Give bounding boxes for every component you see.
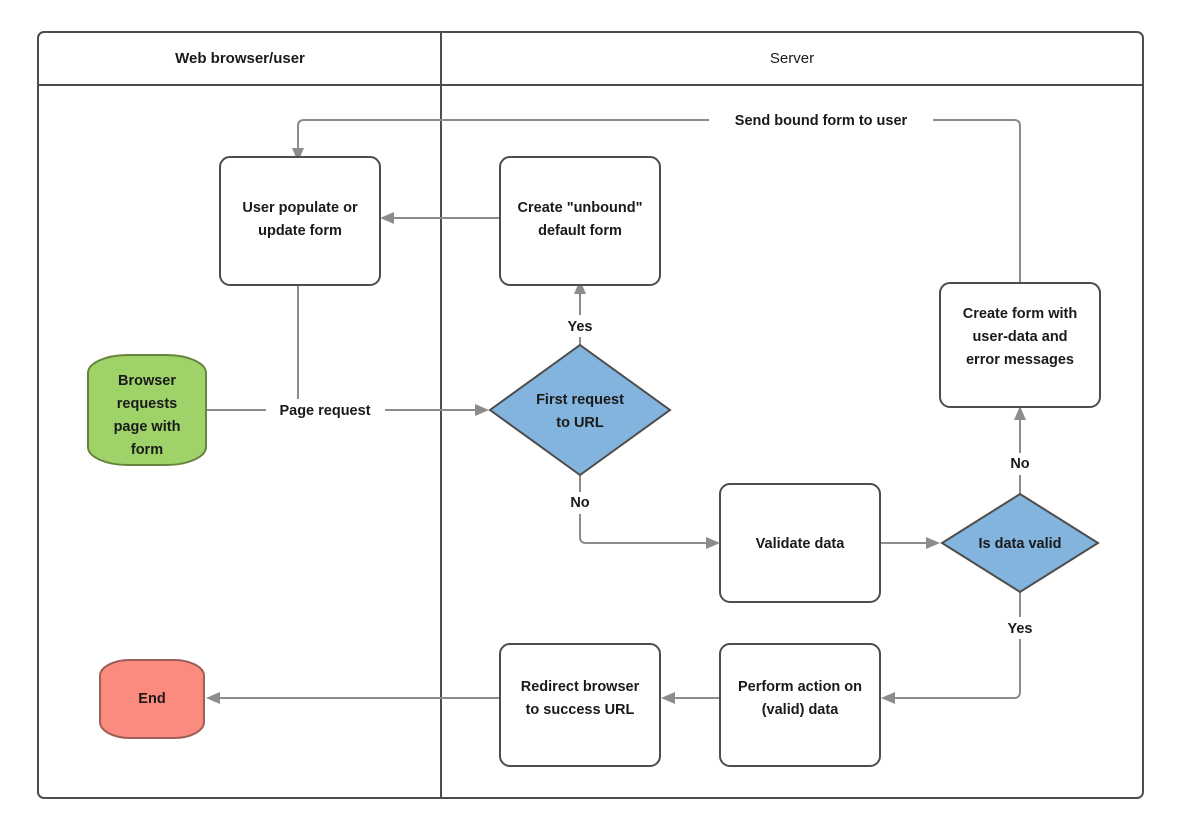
edge-validate-to-check-arrowhead [926,537,940,549]
node-create-unbound-form-line1: Create "unbound" [518,200,643,216]
node-create-form-with-errors-shape[interactable] [939,282,1101,408]
node-browser-requests-page[interactable]: Browser requests page with form [87,354,207,466]
node-validate-data[interactable]: Validate data [719,483,881,603]
node-create-form-with-errors-line2: user-data and [972,329,1067,345]
edge-label-first-request-yes-bg [561,315,599,337]
edge-redirect-to-end-arrowhead [206,692,220,704]
node-browser-requests-page-line1: Browser [118,373,176,389]
node-validate-data-shape[interactable] [719,483,881,603]
edge-label-send-bound-form-bg [709,109,933,131]
edge-unbound-to-user-arrowhead [380,212,394,224]
node-end-shape[interactable] [99,659,205,739]
node-perform-action-shape[interactable] [719,643,881,767]
edge-send-bound-form-arrowhead [292,148,304,162]
edge-label-valid-yes: Yes [1001,617,1039,639]
node-end[interactable]: End [99,659,205,739]
edge-label-valid-no: No [1003,453,1037,475]
node-perform-action-line1: Perform action on [738,679,862,695]
nodes-layer: User populate or update form Create "unb… [87,156,1101,767]
node-perform-action-line2: (valid) data [762,702,839,718]
node-validate-data-line1: Validate data [756,536,846,552]
edge-label-valid-no-bg [1003,453,1037,475]
node-user-populate-form[interactable]: User populate or update form [219,156,381,286]
node-first-request-to-url-shape[interactable] [488,343,672,477]
edge-label-valid-yes-bg [1001,617,1039,639]
edge-label-page-request-bg [266,399,385,421]
edge-first-request-no-arrowhead [706,537,720,549]
node-redirect-browser[interactable]: Redirect browser to success URL [499,643,661,767]
node-create-form-with-errors[interactable]: Create form with user-data and error mes… [939,282,1101,408]
edge-label-first-request-no-bg [563,492,597,514]
edge-valid-yes-arrowhead [881,692,895,704]
node-is-data-valid[interactable]: Is data valid [940,492,1100,594]
node-is-data-valid-shape[interactable] [940,492,1100,594]
node-browser-requests-page-shape[interactable] [87,354,207,466]
edge-page-request-arrowhead [475,404,489,416]
edge-label-page-request: Page request [266,399,385,421]
node-is-data-valid-line1: Is data valid [978,536,1061,552]
node-create-unbound-form-line2: default form [538,223,622,239]
swimlane-title-browser: Web browser/user [175,50,305,67]
edge-send-bound-form-line [297,119,1021,283]
node-perform-action[interactable]: Perform action on (valid) data [719,643,881,767]
edge-label-first-request-no: No [563,492,597,514]
node-redirect-browser-line1: Redirect browser [521,679,640,695]
node-create-form-with-errors-line3: error messages [966,352,1074,368]
node-create-unbound-form[interactable]: Create "unbound" default form [499,156,661,286]
node-redirect-browser-shape[interactable] [499,643,661,767]
edge-label-send-bound-form: Send bound form to user [709,109,933,131]
node-user-populate-form-line1: User populate or [242,200,358,216]
edge-valid-yes-line [893,592,1021,699]
node-user-populate-form-line2: update form [258,223,342,239]
node-end-label: End [138,691,165,707]
edge-label-first-request-yes-text: Yes [568,319,593,335]
node-browser-requests-page-line4: form [131,442,163,458]
node-browser-requests-page-line2: requests [117,396,177,412]
node-redirect-browser-line2: to success URL [526,702,635,718]
swimlane-title-server: Server [770,50,814,67]
edge-label-valid-yes-text: Yes [1008,621,1033,637]
node-first-request-to-url-line2: to URL [556,415,604,431]
edge-labels-layer: Page request Send bound form to user Yes… [266,109,1039,639]
node-first-request-to-url-line1: First request [536,392,624,408]
edge-label-valid-no-text: No [1010,456,1029,472]
edge-label-page-request-text: Page request [279,403,370,419]
edge-perform-to-redirect-arrowhead [661,692,675,704]
node-create-form-with-errors-line1: Create form with [963,306,1077,322]
node-create-unbound-form-shape[interactable] [499,156,661,286]
edge-label-first-request-no-text: No [570,495,589,511]
edge-label-send-bound-form-text: Send bound form to user [735,113,908,129]
edge-first-request-yes-arrowhead [574,280,586,294]
node-first-request-to-url[interactable]: First request to URL [488,343,672,477]
node-browser-requests-page-line3: page with [114,419,181,435]
node-user-populate-form-shape[interactable] [219,156,381,286]
edge-valid-no-arrowhead [1014,406,1026,420]
edge-first-request-no-line [579,475,708,544]
edge-label-first-request-yes: Yes [561,315,599,337]
